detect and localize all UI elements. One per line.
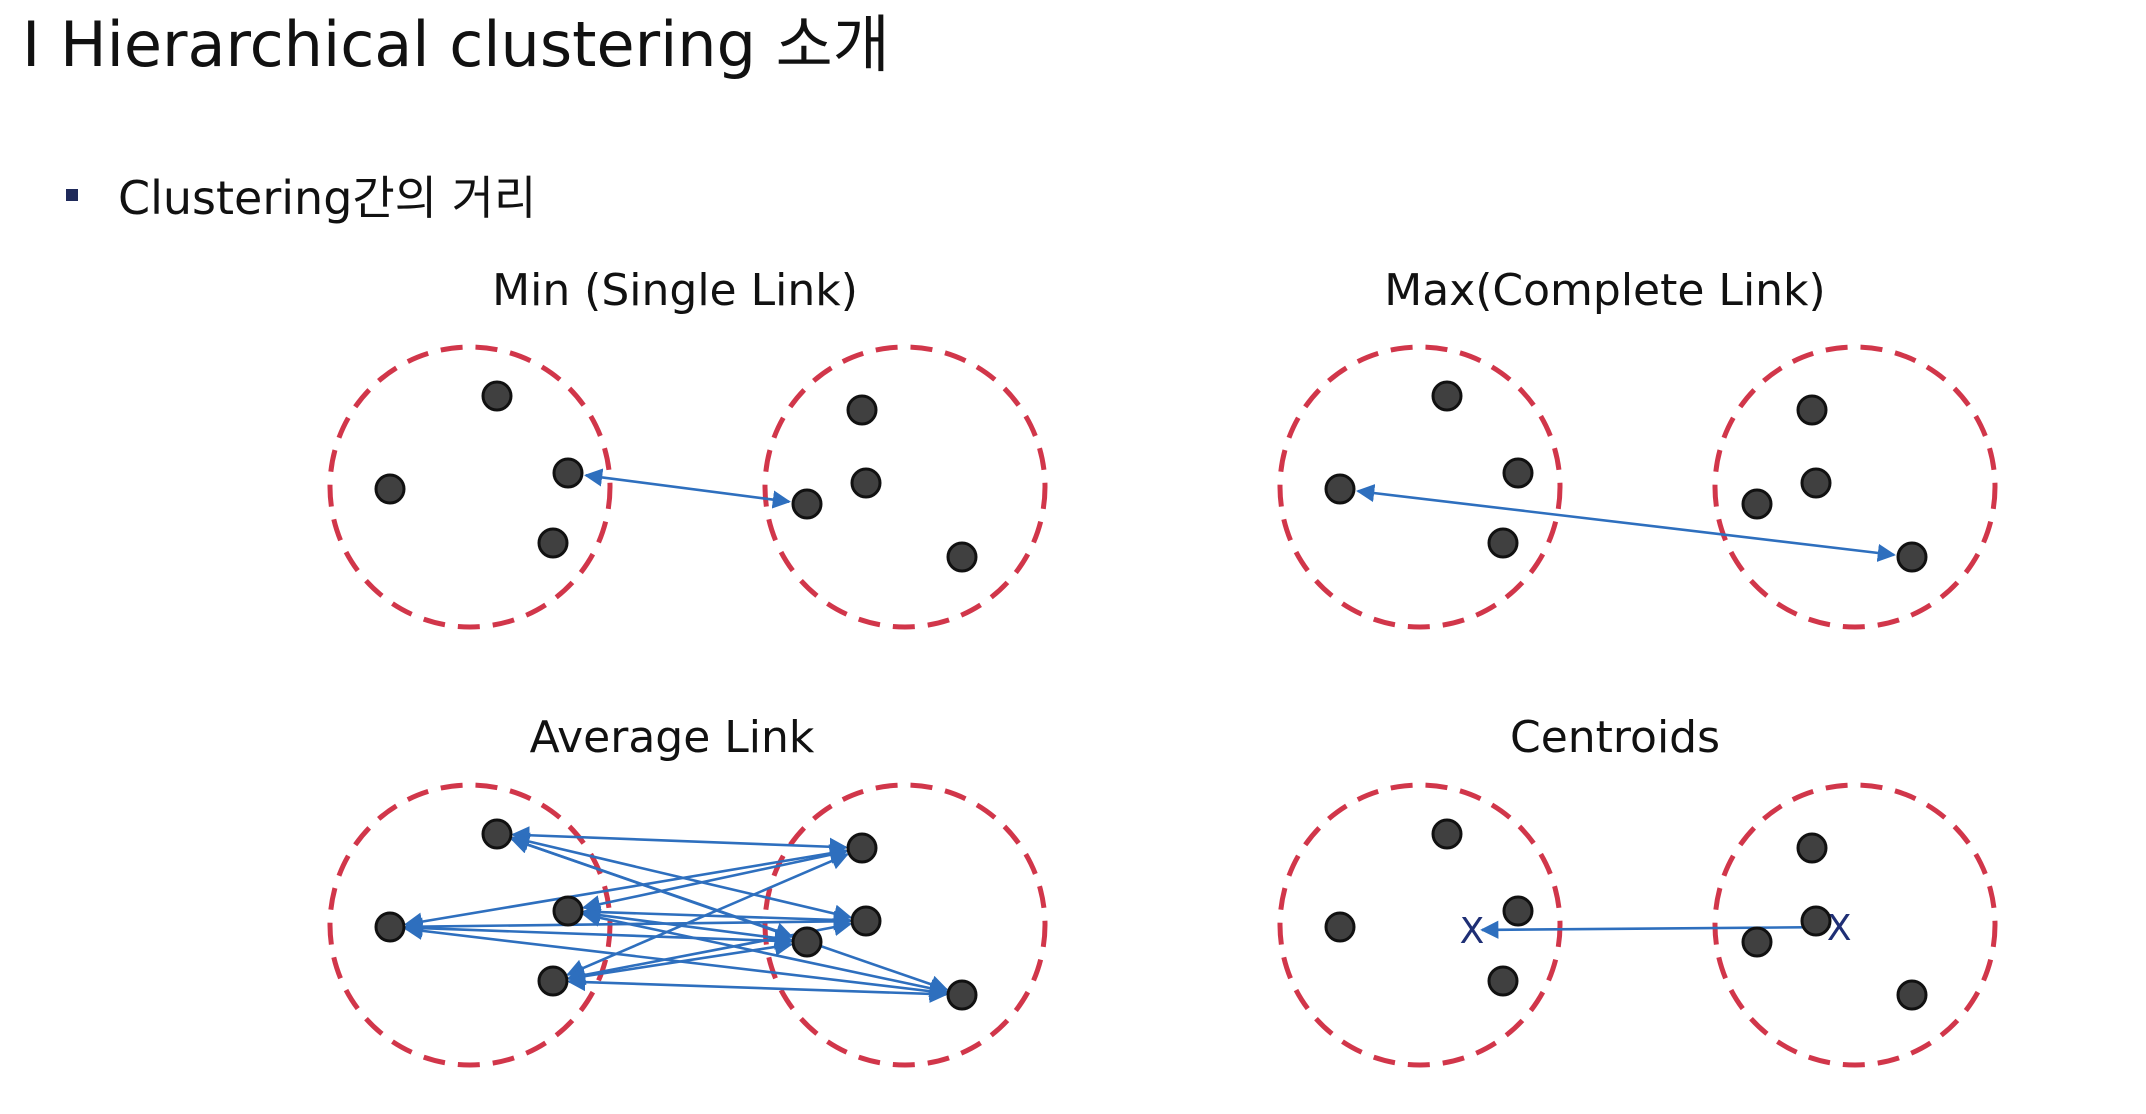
data-point (946, 979, 978, 1011)
data-point (1324, 473, 1356, 505)
cluster-boundary (762, 344, 1048, 630)
cluster-boundary (1712, 782, 1998, 1068)
links-avg (403, 826, 949, 1003)
data-point (1800, 467, 1832, 499)
panel-title-max: Max(Complete Link) (1384, 265, 1825, 316)
data-point (1502, 895, 1534, 927)
data-point (1800, 905, 1832, 937)
data-point (1431, 380, 1463, 412)
cluster-boundary (762, 782, 1048, 1068)
data-point (1896, 541, 1928, 573)
data-point (1896, 979, 1928, 1011)
data-point (1502, 457, 1534, 489)
data-point (846, 394, 878, 426)
bullet-text: Clustering간의 거리 (118, 171, 537, 225)
links-max (1356, 484, 1896, 562)
data-point (791, 488, 823, 520)
data-point (791, 926, 823, 958)
distance-arrow (1356, 484, 1896, 562)
panel-avg: Average Link (327, 712, 1048, 1068)
data-point (850, 467, 882, 499)
centroid-mark: X (1460, 911, 1485, 952)
data-point (946, 541, 978, 573)
data-point (374, 911, 406, 943)
panel-title-min: Min (Single Link) (492, 265, 858, 316)
data-point (1487, 527, 1519, 559)
panel-title-cen: Centroids (1510, 712, 1720, 763)
data-point (1324, 911, 1356, 943)
data-point (552, 895, 584, 927)
data-point (1796, 832, 1828, 864)
distance-arrow (1480, 918, 1832, 939)
panel-min: Min (Single Link) (327, 265, 1048, 630)
bullet-item: Clustering간의 거리 (66, 160, 536, 230)
distance-arrow (581, 845, 849, 914)
data-point (374, 473, 406, 505)
links-min (584, 468, 791, 509)
distance-arrow (567, 973, 948, 1003)
distance-arrow (567, 937, 793, 986)
data-point (552, 457, 584, 489)
slide-title: I Hierarchical clustering 소개 (22, 8, 890, 81)
cluster-boundary (1712, 344, 1998, 630)
bullet-square-icon (66, 189, 78, 201)
data-point (537, 527, 569, 559)
data-point (1796, 394, 1828, 426)
data-point (481, 818, 513, 850)
data-point (846, 832, 878, 864)
data-point (1741, 488, 1773, 520)
distance-arrow (584, 468, 791, 509)
data-point (481, 380, 513, 412)
data-point (850, 905, 882, 937)
data-point (1487, 965, 1519, 997)
panel-title-avg: Average Link (530, 712, 815, 763)
centroid-mark: X (1827, 908, 1852, 949)
panel-max: Max(Complete Link) (1277, 265, 1998, 630)
data-point (537, 965, 569, 997)
data-point (1431, 818, 1463, 850)
data-point (1741, 926, 1773, 958)
